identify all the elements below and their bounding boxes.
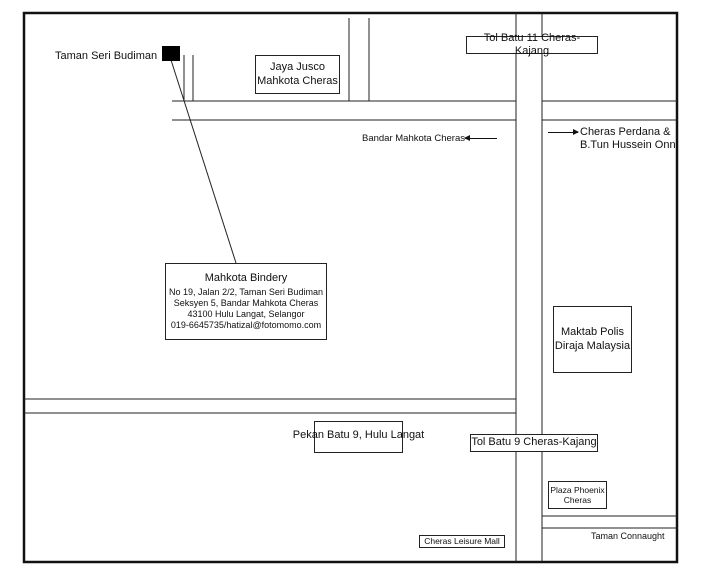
bindery-leader-line — [170, 59, 237, 264]
arrow-right-icon — [548, 129, 579, 135]
bindery-contact: 019-6645735/hatizal@fotomomo.com — [170, 319, 322, 330]
cheras-leisure-mall-label: Cheras Leisure Mall — [424, 536, 500, 547]
pekan-batu-9-label: Pekan Batu 9, Hulu Langat — [292, 429, 425, 441]
tol-batu-11-box: Tol Batu 11 Cheras-Kajang — [466, 32, 598, 57]
cheras-perdana-line-2: B.Tun Hussein Onn — [580, 139, 676, 152]
maktab-polis-line-2: Diraja Malaysia — [554, 339, 631, 352]
tol-batu-11-label: Tol Batu 11 Cheras-Kajang — [483, 31, 581, 57]
bindery-address-line-3: 43100 Hulu Langat, Selangor — [187, 308, 305, 319]
taman-connaught-label: Taman Connaught — [591, 531, 665, 541]
tol-batu-9-label: Tol Batu 9 Cheras-Kajang — [471, 436, 597, 449]
plaza-phoenix-line-1: Plaza Phoenix — [550, 484, 605, 495]
mahkota-bindery-box: Mahkota Bindery No 19, Jalan 2/2, Taman … — [165, 263, 327, 340]
maktab-polis-line-1: Maktab Polis — [561, 326, 624, 339]
plaza-phoenix-line-2: Cheras — [563, 495, 592, 505]
plaza-phoenix-box: Plaza Phoenix Cheras — [548, 481, 607, 509]
pekan-batu-9-box: Pekan Batu 9, Hulu Langat — [293, 421, 424, 453]
bindery-address-line-1: No 19, Jalan 2/2, Taman Seri Budiman — [169, 286, 323, 297]
cheras-perdana-label: Cheras Perdana & B.Tun Hussein Onn — [580, 126, 676, 152]
tol-batu-9-box: Tol Batu 9 Cheras-Kajang — [470, 434, 598, 452]
maktab-polis-box: Maktab Polis Diraja Malaysia — [553, 306, 632, 373]
bindery-address-line-2: Seksyen 5, Bandar Mahkota Cheras — [173, 297, 319, 308]
arrow-left-icon — [464, 135, 497, 141]
taman-seri-budiman-label: Taman Seri Budiman — [55, 50, 158, 62]
map-border — [22, 11, 679, 564]
bindery-name: Mahkota Bindery — [204, 272, 288, 285]
cheras-leisure-mall-box: Cheras Leisure Mall — [419, 535, 505, 548]
jaya-jusco-line-1: Jaya Jusco — [269, 61, 326, 74]
jaya-jusco-box: Jaya Jusco Mahkota Cheras — [255, 55, 340, 94]
bindery-location-marker — [162, 46, 180, 61]
bandar-mahkota-cheras-label: Bandar Mahkota Cheras — [362, 133, 465, 144]
jaya-jusco-line-2: Mahkota Cheras — [257, 74, 338, 87]
cheras-perdana-line-1: Cheras Perdana & — [580, 126, 671, 138]
